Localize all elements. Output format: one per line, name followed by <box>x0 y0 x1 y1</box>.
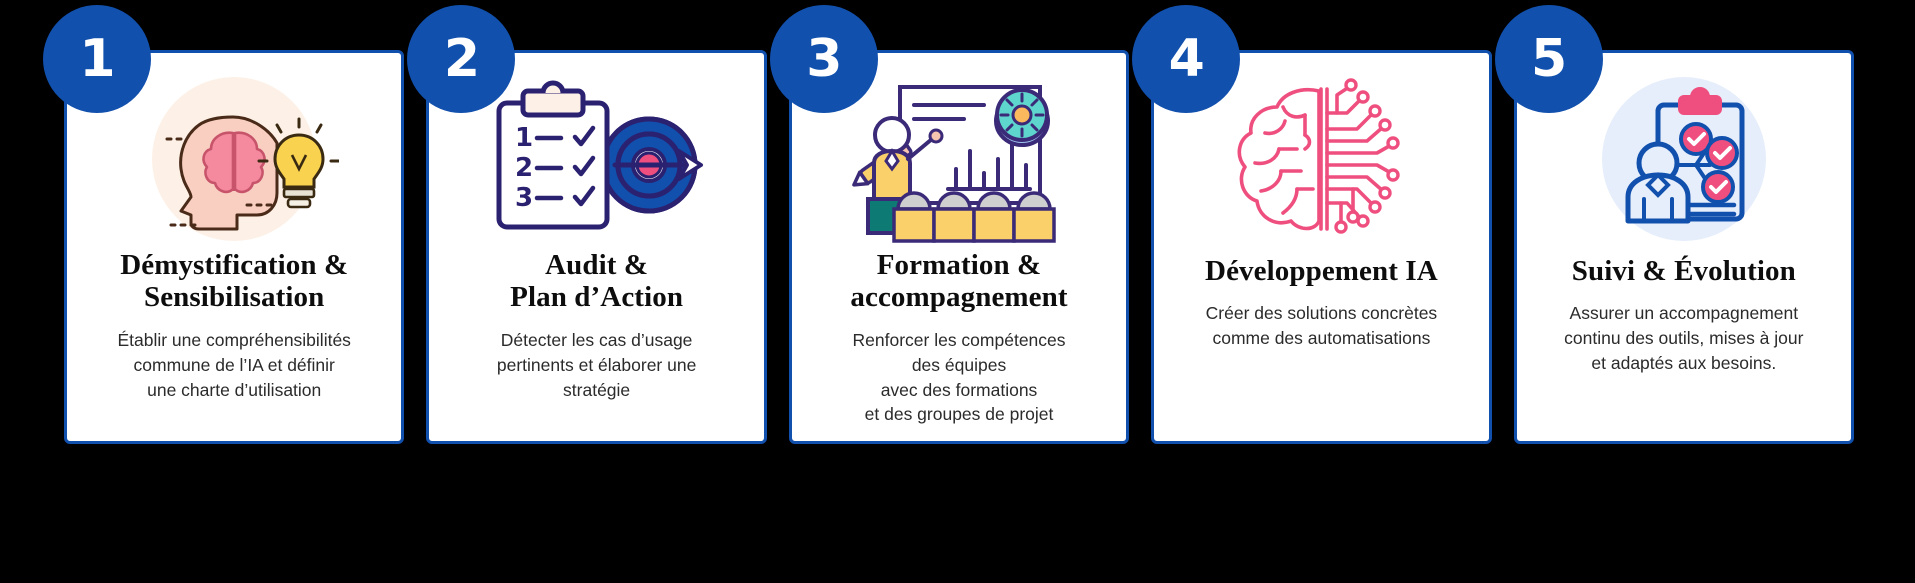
step-number-badge-1: 1 <box>43 5 151 113</box>
step-body-5: Assurer un accompagnement continu des ou… <box>1564 303 1804 374</box>
training-presentation-icon <box>804 73 1114 245</box>
clipboard-target-icon: 1 2 3 <box>441 73 751 245</box>
step-body-1: Établir une compréhensibilités commune d… <box>117 329 351 400</box>
step-title-3: Formation & accompagnement <box>850 249 1068 314</box>
steps-row: 1 <box>43 5 1855 444</box>
step-card-2[interactable]: 2 <box>407 5 767 444</box>
step-card-5[interactable]: 5 <box>1494 5 1855 444</box>
step-title-5: Suivi & Évolution <box>1571 255 1796 287</box>
step-title-1: Démystification & Sensibilisation <box>120 249 349 314</box>
step-body-2: Détecter les cas d’usage pertinents et é… <box>496 329 697 400</box>
brain-lightbulb-icon <box>79 73 389 245</box>
svg-text:3: 3 <box>515 183 533 213</box>
step-number-badge-2: 2 <box>407 5 516 113</box>
step-title-2: Audit & Plan d’Action <box>510 249 684 314</box>
step-card-1[interactable]: 1 <box>43 5 405 444</box>
step-card-3[interactable]: 3 <box>769 5 1130 444</box>
step-title-4: Développement IA <box>1205 255 1438 287</box>
step-number-badge-3: 3 <box>769 5 878 113</box>
step-card-4[interactable]: 4 <box>1132 5 1492 444</box>
svg-text:2: 2 <box>515 153 533 183</box>
step-number-badge-4: 4 <box>1132 5 1241 113</box>
step-number-badge-5: 5 <box>1494 5 1603 113</box>
person-checklist-icon <box>1529 73 1839 245</box>
ai-circuit-brain-icon <box>1166 73 1476 245</box>
step-body-4: Créer des solutions concrètes comme des … <box>1205 303 1438 349</box>
step-body-3: Renforcer les compétences des équipes av… <box>852 329 1066 425</box>
svg-text:1: 1 <box>515 123 533 153</box>
